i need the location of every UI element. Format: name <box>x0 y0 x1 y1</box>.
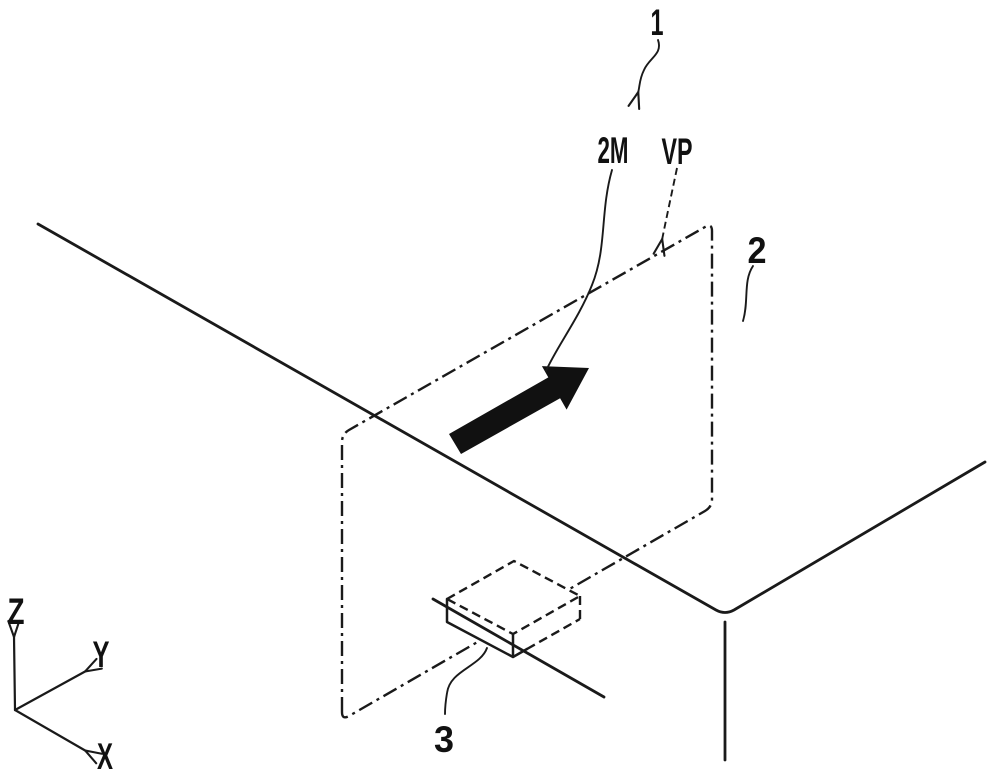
label-vp: VP <box>662 131 693 172</box>
label-1: 1 <box>651 2 664 43</box>
main-body-top-front-edges <box>36 222 987 614</box>
sensor-chip <box>431 559 606 699</box>
leader-line-2 <box>742 265 754 322</box>
chip-hidden-edges <box>446 559 582 651</box>
y-axis-line <box>13 657 103 712</box>
movement-arrow <box>449 366 589 454</box>
chip-fill <box>447 561 580 657</box>
label-2: 2 <box>748 230 767 271</box>
z-axis-line <box>7 619 21 712</box>
leader-line-1 <box>627 39 660 110</box>
axis-label-x: X <box>97 736 113 777</box>
reference-labels: 1 2M VP 2 3 <box>434 2 767 760</box>
label-3: 3 <box>434 719 454 760</box>
x-axis-line <box>13 708 103 765</box>
body-bottom-edge-over-chip <box>431 597 606 699</box>
leader-line-2m <box>545 169 613 372</box>
axis-label-y: Y <box>93 634 110 675</box>
leader-lines <box>444 39 754 715</box>
axis-triad: Z Y X <box>7 591 113 777</box>
axis-label-z: Z <box>8 591 25 632</box>
leader-line-vp <box>652 167 678 257</box>
label-2m: 2M <box>598 130 629 171</box>
leader-line-3 <box>444 647 488 715</box>
virtual-plane-outline <box>340 224 714 719</box>
